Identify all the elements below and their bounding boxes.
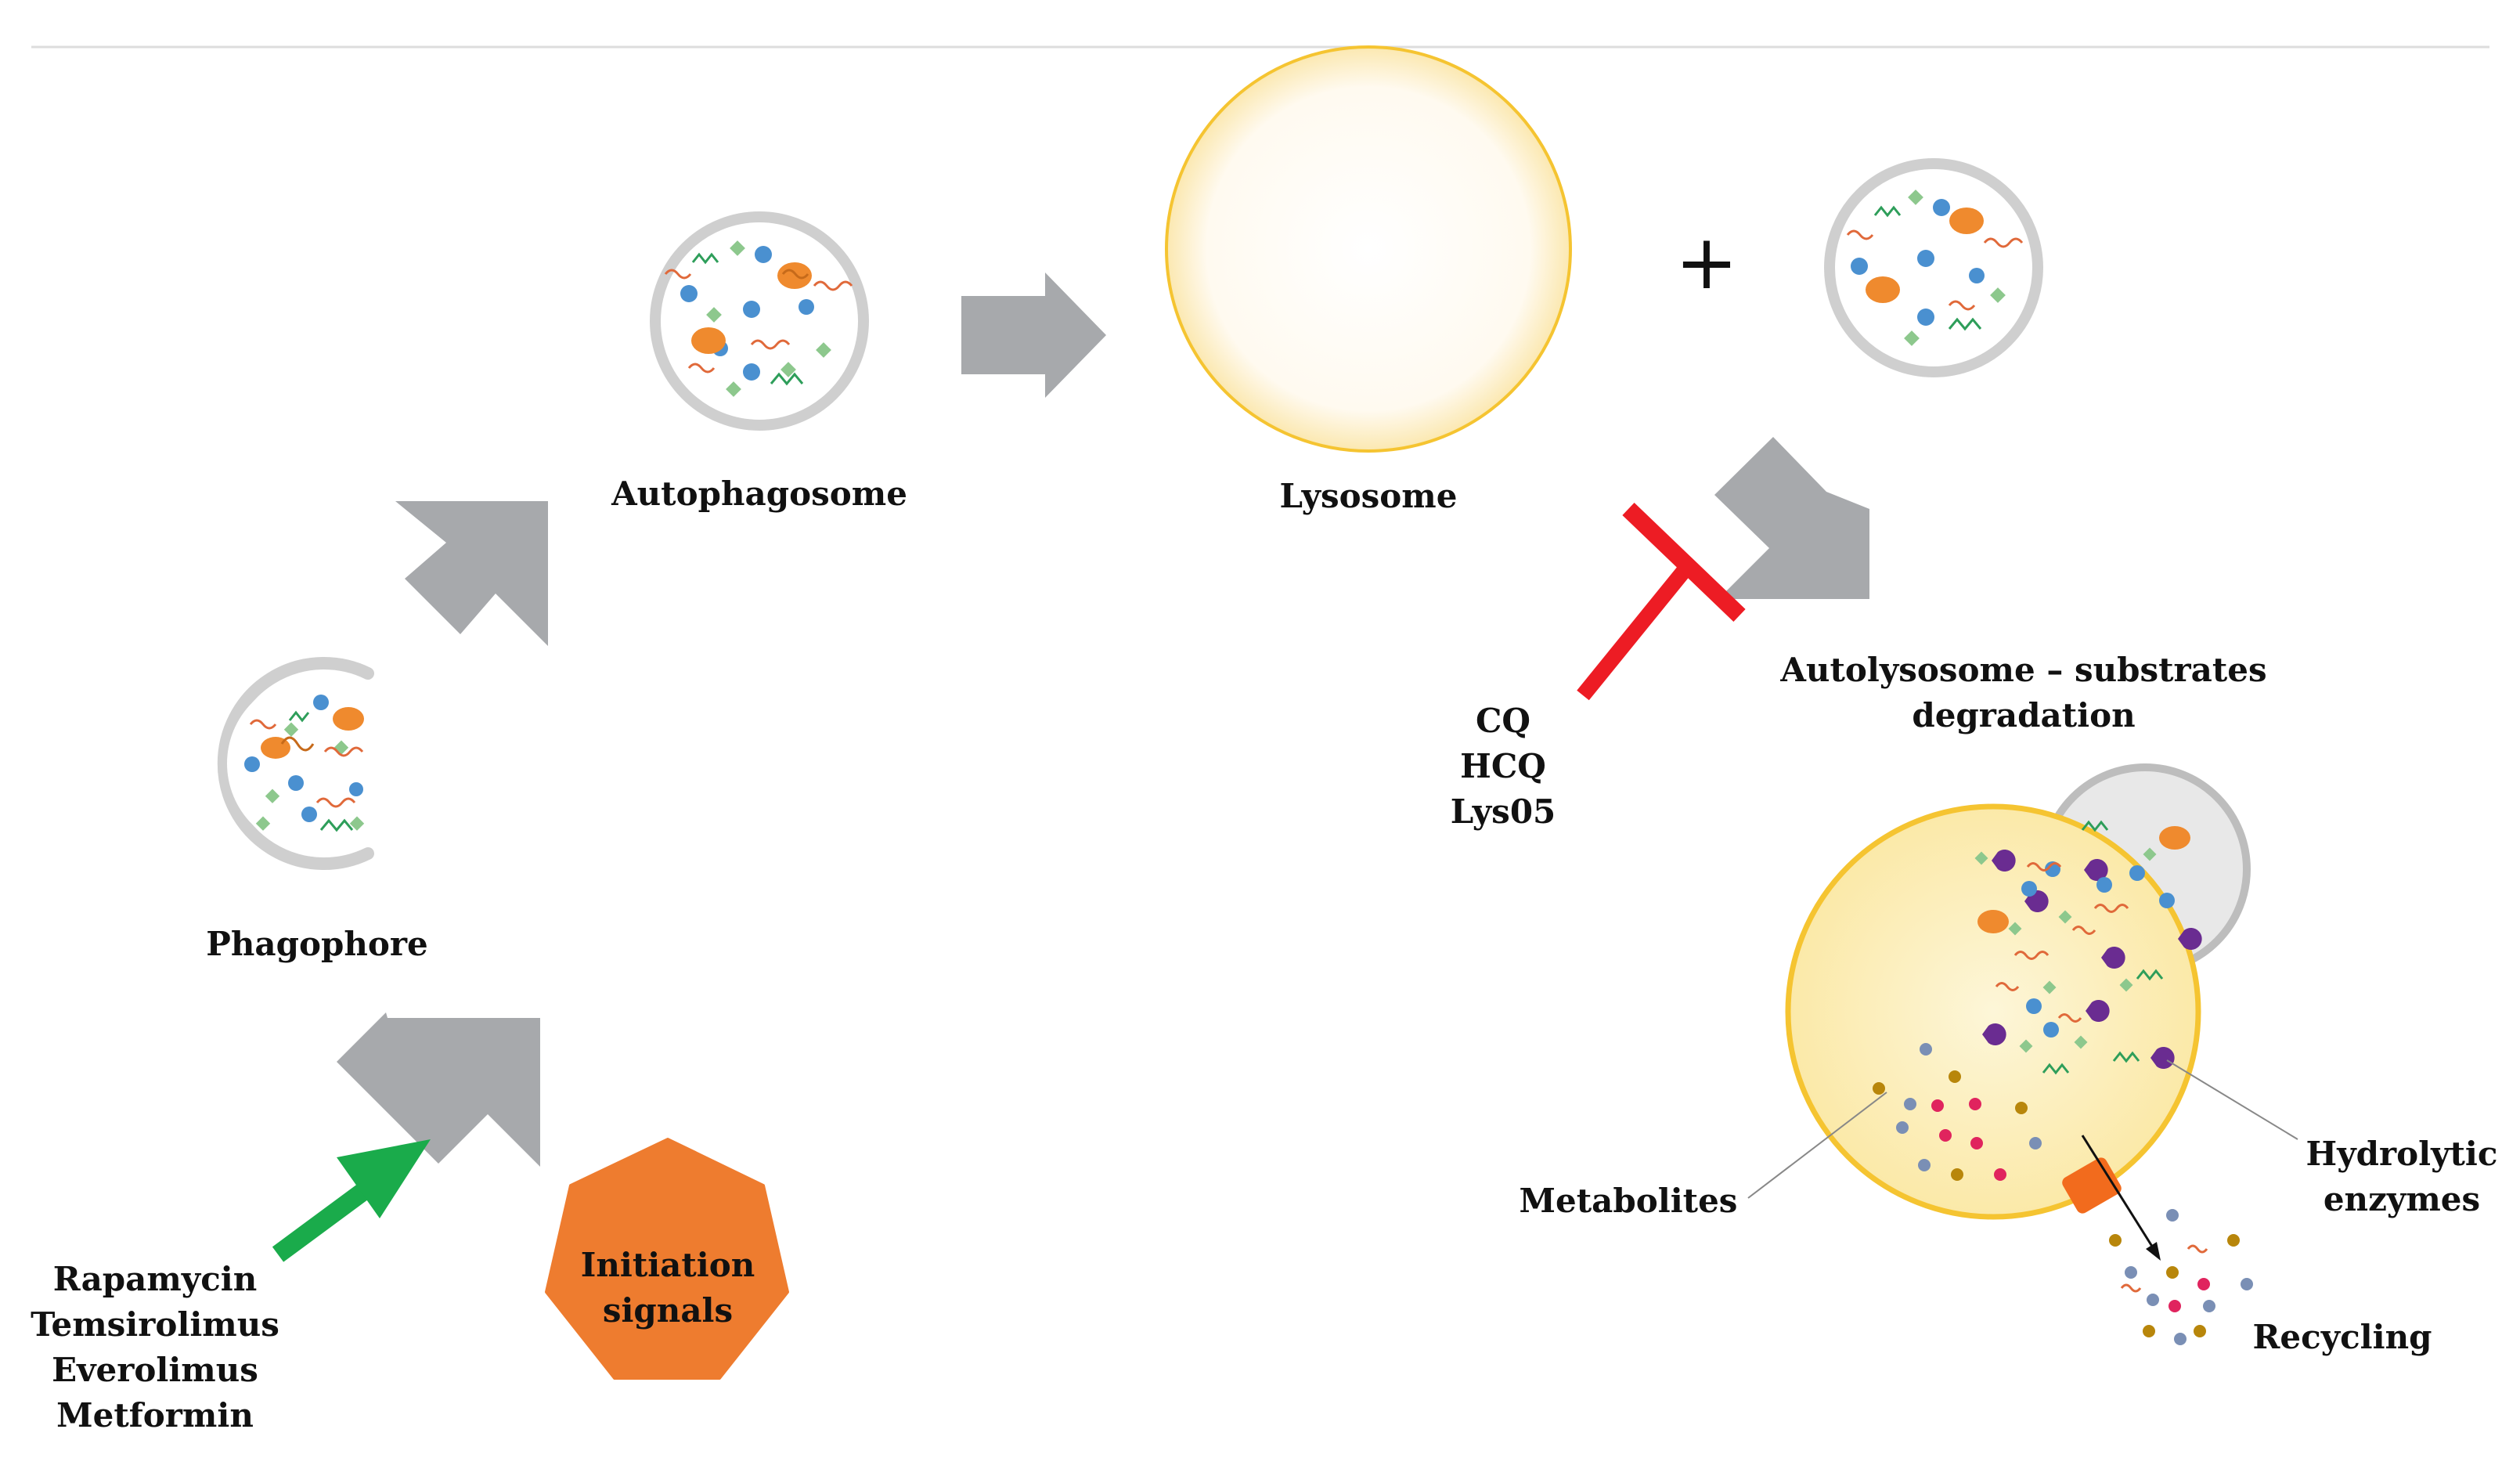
arrow-autophagosome-to-lysosome	[961, 272, 1106, 398]
activator-temsirolimus: Temsirolimus	[31, 1305, 279, 1344]
activator-rapamycin: Rapamycin	[53, 1260, 258, 1298]
arrow-phagophore-to-autophagosome	[395, 501, 548, 646]
autophagosome-label: Autophagosome	[611, 475, 907, 513]
initiation-signals-shape	[545, 1138, 789, 1380]
metabolites-label: Metabolites	[1520, 1182, 1738, 1220]
inhibitor-lys05: Lys05	[1451, 792, 1556, 831]
plus-sign: +	[1675, 218, 1738, 306]
lysosome-vesicle	[1165, 45, 1572, 453]
activator-metformin: Metformin	[56, 1396, 254, 1435]
autophagosome-vesicle-2	[1824, 158, 2043, 377]
activation-arrow	[272, 1139, 431, 1262]
initiation-label-line1: Initiation	[581, 1246, 755, 1284]
recycled-metabolites	[2109, 1209, 2253, 1345]
enzymes-leader	[2166, 1059, 2298, 1140]
hydrolytic-enzymes-label-line2: enzymes	[2324, 1180, 2480, 1218]
autolysosome-cargo	[1873, 820, 2202, 1261]
activator-everolimus: Everolimus	[52, 1351, 258, 1389]
phagophore-label: Phagophore	[206, 925, 427, 963]
autolysosome-vesicle	[1785, 803, 2201, 1220]
inhibitor-cq: CQ	[1476, 702, 1530, 740]
initiation-label-line2: signals	[603, 1291, 733, 1330]
arrow-lysosome-to-autolysosome	[1714, 437, 1869, 599]
metabolites-leader	[1747, 1092, 1887, 1199]
inhibition-bar	[1577, 503, 1746, 701]
autolysosome-label-line1: Autolysosome – substrates	[1779, 651, 2266, 689]
recycling-label: Recycling	[2253, 1318, 2432, 1356]
lysosome-label: Lysosome	[1280, 477, 1458, 515]
hydrolytic-enzymes-label-line1: Hydrolytic	[2306, 1135, 2498, 1173]
transporter	[2062, 1157, 2122, 1214]
autophagosome-vesicle	[650, 211, 869, 431]
phagophore-vesicle	[217, 657, 399, 870]
arrow-initiation-to-phagophore	[337, 1012, 540, 1167]
autolysosome-label-line2: degradation	[1912, 696, 2135, 734]
inhibitor-hcq: HCQ	[1460, 747, 1546, 785]
